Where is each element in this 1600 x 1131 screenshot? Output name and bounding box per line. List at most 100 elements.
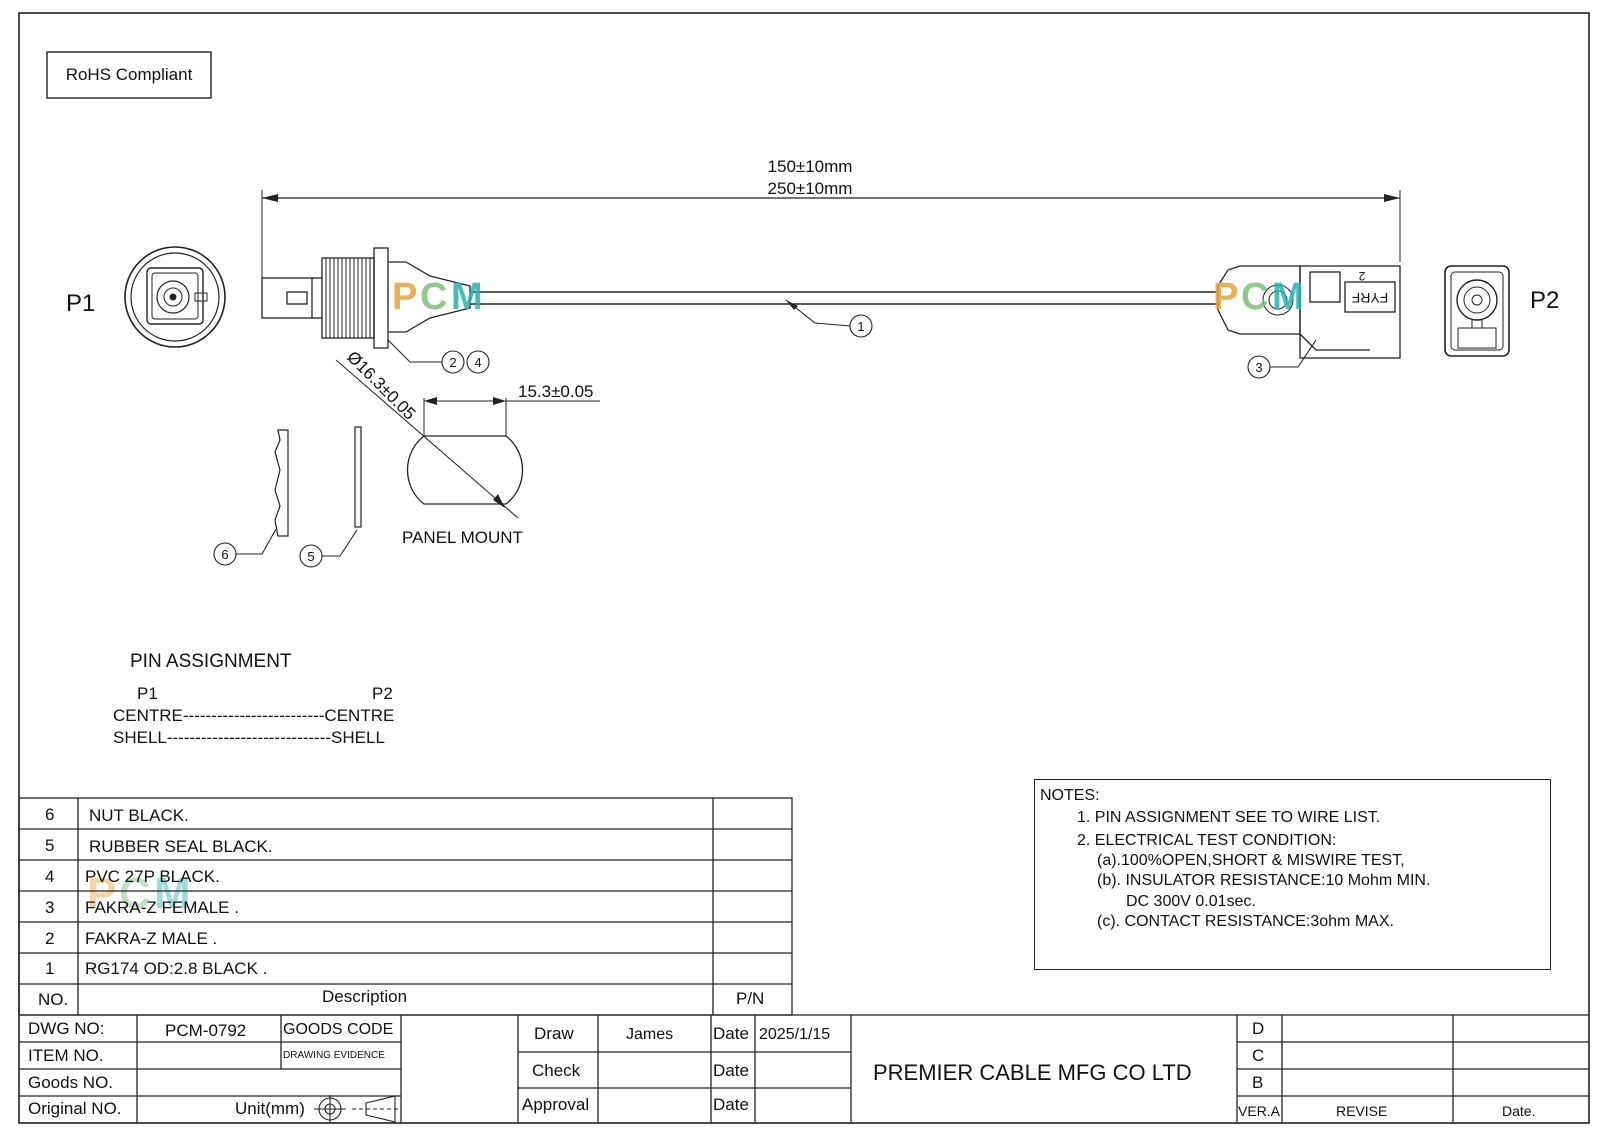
date-label-3: Date: [713, 1095, 749, 1114]
callout-2: 2: [441, 350, 465, 374]
draw-label: Draw: [534, 1024, 574, 1043]
callout-leaders: [236, 299, 1317, 557]
nut-part-6: [274, 429, 289, 537]
item-no-label: ITEM NO.: [28, 1046, 104, 1065]
length-a-label: 150±10mm: [768, 157, 853, 176]
sheet-border: [18, 12, 1590, 1124]
seal-part-5: [354, 426, 362, 528]
bom-desc: PVC 27P BLACK.: [85, 867, 220, 886]
goods-no-label: Goods NO.: [28, 1073, 114, 1092]
callout-5: 5: [299, 544, 323, 568]
p1-connector-body: [261, 247, 471, 349]
bom-no: 5: [45, 836, 55, 855]
panel-mount-label: PANEL MOUNT: [402, 528, 523, 547]
rohs-label: RoHS Compliant: [66, 65, 193, 84]
svg-text:C: C: [119, 869, 151, 918]
bom-table-grid: [18, 797, 793, 1016]
rev-row-c: C: [1252, 1046, 1265, 1065]
projection-symbol-icon: [314, 1095, 398, 1123]
p2-face-view: [1444, 265, 1510, 357]
draw-name: James: [626, 1026, 674, 1043]
p2-end-label: P2: [1530, 287, 1559, 314]
panel-dia-arrow: [493, 494, 505, 508]
bom-desc: NUT BLACK.: [89, 806, 189, 825]
date-label-1: Date: [713, 1024, 749, 1043]
date-value: 2025/1/15: [759, 1026, 831, 1043]
callout-arrow-1: [786, 300, 798, 310]
note-line-3: (a).100%OPEN,SHORT & MISWIRE TEST,: [1097, 852, 1405, 869]
approval-label: Approval: [522, 1095, 590, 1114]
drawing-evidence-label: DRAWING EVIDENCE: [283, 1050, 385, 1061]
pin-assignment-row-centre: CENTRE-------------------------CENTRE: [113, 706, 395, 725]
bom-no: 1: [45, 959, 55, 978]
callout-1: 1: [849, 314, 873, 338]
p2-code-mark: FYRF: [1352, 290, 1389, 306]
svg-text:3: 3: [1255, 360, 1262, 375]
bom-no: 4: [45, 867, 55, 886]
svg-text:2: 2: [449, 355, 456, 370]
rev-row-b: B: [1252, 1073, 1264, 1092]
original-no-label: Original NO.: [28, 1099, 122, 1118]
watermark-p2: P C M: [1213, 276, 1304, 318]
svg-text:5: 5: [307, 549, 314, 564]
note-line-5: DC 300V 0.01sec.: [1126, 893, 1256, 910]
svg-text:6: 6: [221, 547, 228, 562]
unit-label: Unit(mm): [235, 1099, 305, 1118]
p1-face-view: [124, 246, 226, 348]
callout-3: 3: [1247, 355, 1271, 379]
svg-text:M: M: [154, 869, 191, 918]
bom-desc: RUBBER SEAL BLACK.: [89, 837, 273, 856]
length-b-label: 250±10mm: [768, 179, 853, 198]
svg-text:M: M: [1272, 276, 1304, 318]
bom-no: 3: [45, 898, 55, 917]
p1-end-label: P1: [66, 290, 95, 317]
bom-desc: FAKRA-Z FEMALE .: [85, 898, 239, 917]
bom-no: 2: [45, 929, 55, 948]
goods-code-label: GOODS CODE: [283, 1021, 394, 1038]
callout-4: 4: [466, 350, 490, 374]
company-name: PREMIER CABLE MFG CO LTD: [873, 1060, 1192, 1085]
revise-label: REVISE: [1336, 1103, 1388, 1119]
bom-header-pn: P/N: [736, 989, 765, 1008]
pin-assignment-head-p1: P1: [137, 684, 158, 703]
rohs-box: [46, 51, 212, 99]
dwg-no-value: PCM-0792: [165, 1021, 247, 1040]
svg-text:1: 1: [857, 319, 864, 334]
panel-dia-dimension: Ø16.3±0.05: [343, 347, 419, 423]
title-block-grid: [19, 1014, 1589, 1123]
p2-digit-mark: 2: [1358, 269, 1365, 283]
svg-text:C: C: [1241, 276, 1268, 318]
note-line-1: 1. PIN ASSIGNMENT SEE TO WIRE LIST.: [1077, 809, 1381, 826]
check-label: Check: [532, 1061, 581, 1080]
dim-arrow-left: [262, 194, 278, 202]
pin-assignment-head-p2: P2: [372, 684, 393, 703]
pin-assignment-row-shell: SHELL-----------------------------SHELL: [113, 728, 385, 747]
note-line-4: (b). INSULATOR RESISTANCE:10 Mohm MIN.: [1097, 872, 1431, 889]
svg-text:C: C: [420, 276, 447, 318]
note-line-6: (c). CONTACT RESISTANCE:3ohm MAX.: [1097, 913, 1394, 930]
panel-flat-dimension: 15.3±0.05: [518, 382, 594, 401]
p1-thread-lines: [325, 258, 371, 338]
svg-text:P: P: [87, 869, 116, 918]
panel-flat-arrow-left: [424, 397, 437, 405]
panel-mount-cutout: [335, 359, 600, 519]
bom-no: 6: [45, 805, 55, 824]
bom-header-no: NO.: [38, 990, 69, 1009]
dim-arrow-right: [1384, 194, 1400, 202]
svg-text:P: P: [392, 276, 417, 318]
bom-header-desc: Description: [322, 987, 408, 1006]
p2-connector-body: [1217, 265, 1401, 359]
watermark-bom: P C M: [87, 869, 191, 918]
svg-text:P: P: [1213, 276, 1238, 318]
rev-row-d: D: [1252, 1019, 1265, 1038]
pin-assignment-title: PIN ASSIGNMENT: [130, 651, 292, 672]
callout-6: 6: [213, 542, 237, 566]
date-column-label: Date.: [1502, 1103, 1536, 1119]
notes-title: NOTES:: [1040, 787, 1100, 804]
bom-desc: RG174 OD:2.8 BLACK .: [85, 959, 268, 978]
version-label: VER.A: [1238, 1103, 1281, 1119]
note-line-2: 2. ELECTRICAL TEST CONDITION:: [1077, 832, 1337, 849]
dwg-no-label: DWG NO:: [28, 1019, 105, 1038]
